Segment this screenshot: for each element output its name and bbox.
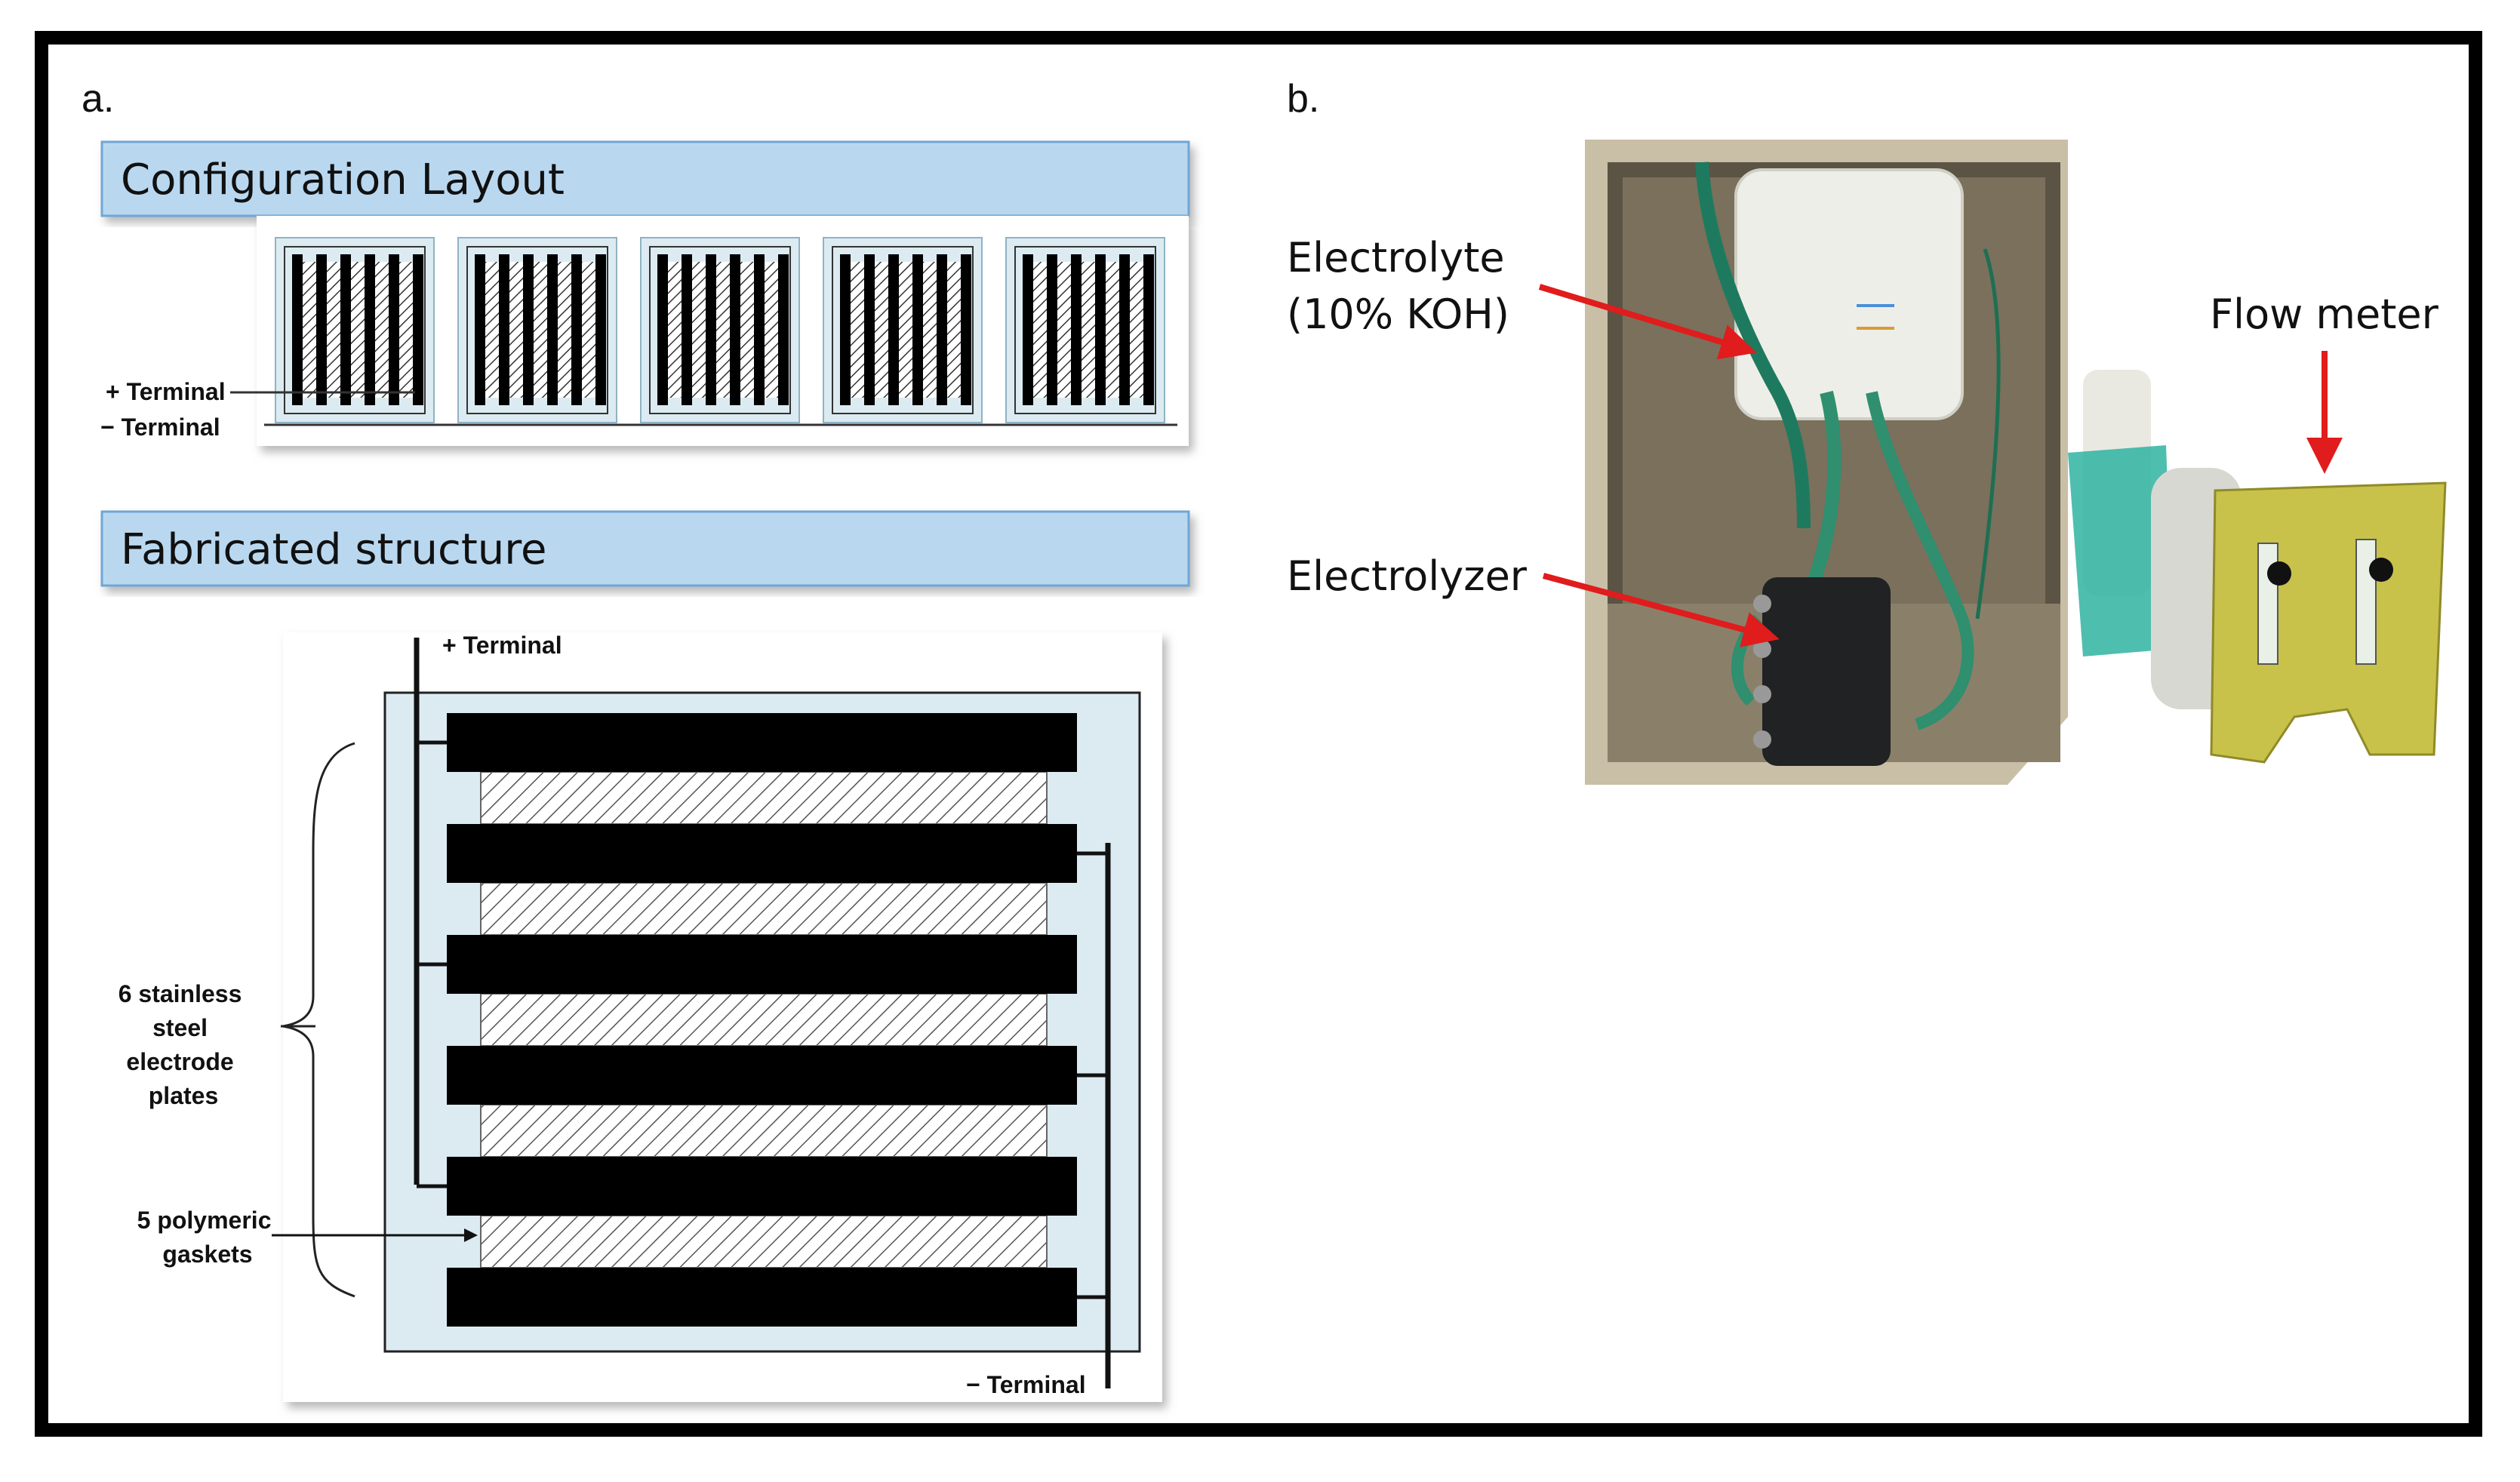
module-plate — [657, 254, 668, 405]
electrolyzer-arrow — [1542, 573, 1780, 647]
module-plate — [840, 254, 851, 405]
electrolyzer-label: Electrolyzer — [1287, 552, 1528, 600]
electrolyzer-block — [1762, 577, 1891, 766]
electrode-plate — [447, 935, 1077, 994]
flow-meter-label: Flow meter — [2210, 291, 2439, 338]
electrode-plate — [447, 824, 1077, 883]
module-plate — [1095, 254, 1106, 405]
module-plate — [888, 254, 899, 405]
fab-minus-terminal-label: − Terminal — [966, 1371, 1086, 1398]
module-plate — [912, 254, 923, 405]
electrode-plate — [447, 713, 1077, 772]
module-plate — [389, 254, 399, 405]
module-plate — [365, 254, 375, 405]
electrode-plate — [447, 1157, 1077, 1216]
electrolyte-arrow — [1538, 284, 1757, 360]
module-plate — [413, 254, 423, 405]
config-plus-terminal-label: + Terminal — [106, 378, 226, 405]
module-plate — [523, 254, 534, 405]
electrode-plate — [447, 1046, 1077, 1105]
panel-b-label: b. — [1287, 77, 1319, 121]
module-plate — [316, 254, 327, 405]
module-plate — [547, 254, 558, 405]
module-plate — [706, 254, 716, 405]
gasket — [480, 1215, 1048, 1268]
gaskets-label: 5 polymeric gaskets — [137, 1207, 278, 1268]
fabricated-structure-title: Fabricated structure — [121, 525, 547, 574]
module-plate — [1047, 254, 1057, 405]
gasket — [480, 771, 1048, 825]
module-plate — [499, 254, 509, 405]
electrolyzer-modules — [275, 237, 1165, 423]
electrode-plate — [447, 1268, 1077, 1327]
apparatus-photo — [1585, 140, 2447, 785]
module-plate — [595, 254, 606, 405]
electrode-stack — [417, 713, 1108, 1327]
module-plate — [1119, 254, 1130, 405]
gasket — [480, 993, 1048, 1047]
module-plate — [340, 254, 351, 405]
module-plate — [292, 254, 303, 405]
fab-plus-terminal-label: + Terminal — [442, 632, 562, 659]
fabricated-structure-header — [100, 510, 1190, 587]
gasket — [480, 882, 1048, 936]
module-plate — [571, 254, 582, 405]
module-plate — [754, 254, 765, 405]
module-plate — [730, 254, 740, 405]
module-plate — [864, 254, 875, 405]
config-minus-terminal-label: − Terminal — [100, 414, 220, 441]
module-plate — [937, 254, 947, 405]
config-layout-title: Configuration Layout — [121, 155, 565, 204]
module-plate — [1071, 254, 1082, 405]
config-layout-header — [100, 140, 1190, 217]
module-plate — [682, 254, 692, 405]
module-plate — [961, 254, 971, 405]
plates-label: 6 stainless steel electrode plates — [118, 980, 249, 1109]
module-plate — [778, 254, 789, 405]
module-plate — [1023, 254, 1033, 405]
electrolyte-label: Electrolyte (10% KOH) — [1287, 234, 1518, 338]
gasket — [480, 1104, 1048, 1158]
module-plate — [475, 254, 485, 405]
panel-a-label: a. — [82, 77, 114, 121]
module-plate — [1143, 254, 1154, 405]
